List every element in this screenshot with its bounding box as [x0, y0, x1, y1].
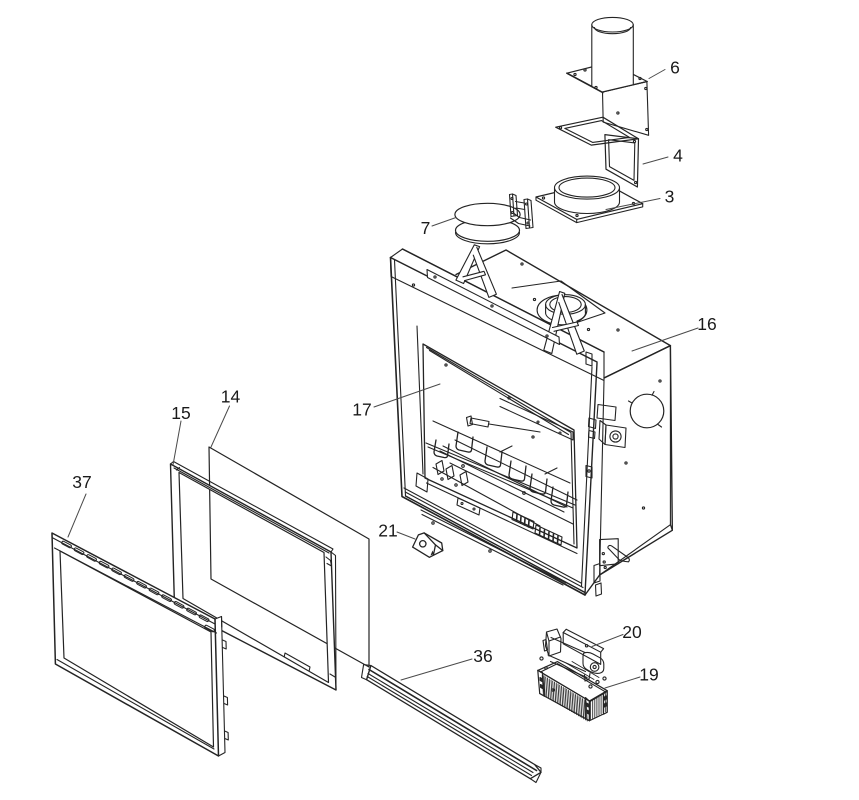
- svg-text:21: 21: [378, 521, 397, 541]
- svg-text:36: 36: [473, 646, 492, 666]
- svg-text:4: 4: [673, 146, 683, 166]
- svg-text:6: 6: [670, 58, 680, 78]
- svg-text:19: 19: [639, 665, 658, 685]
- svg-text:7: 7: [421, 218, 431, 238]
- svg-text:15: 15: [171, 403, 190, 423]
- svg-text:16: 16: [697, 314, 716, 334]
- svg-text:20: 20: [622, 622, 642, 642]
- svg-text:14: 14: [221, 387, 241, 407]
- svg-text:3: 3: [665, 187, 675, 207]
- svg-text:37: 37: [72, 472, 91, 492]
- svg-text:17: 17: [352, 400, 371, 420]
